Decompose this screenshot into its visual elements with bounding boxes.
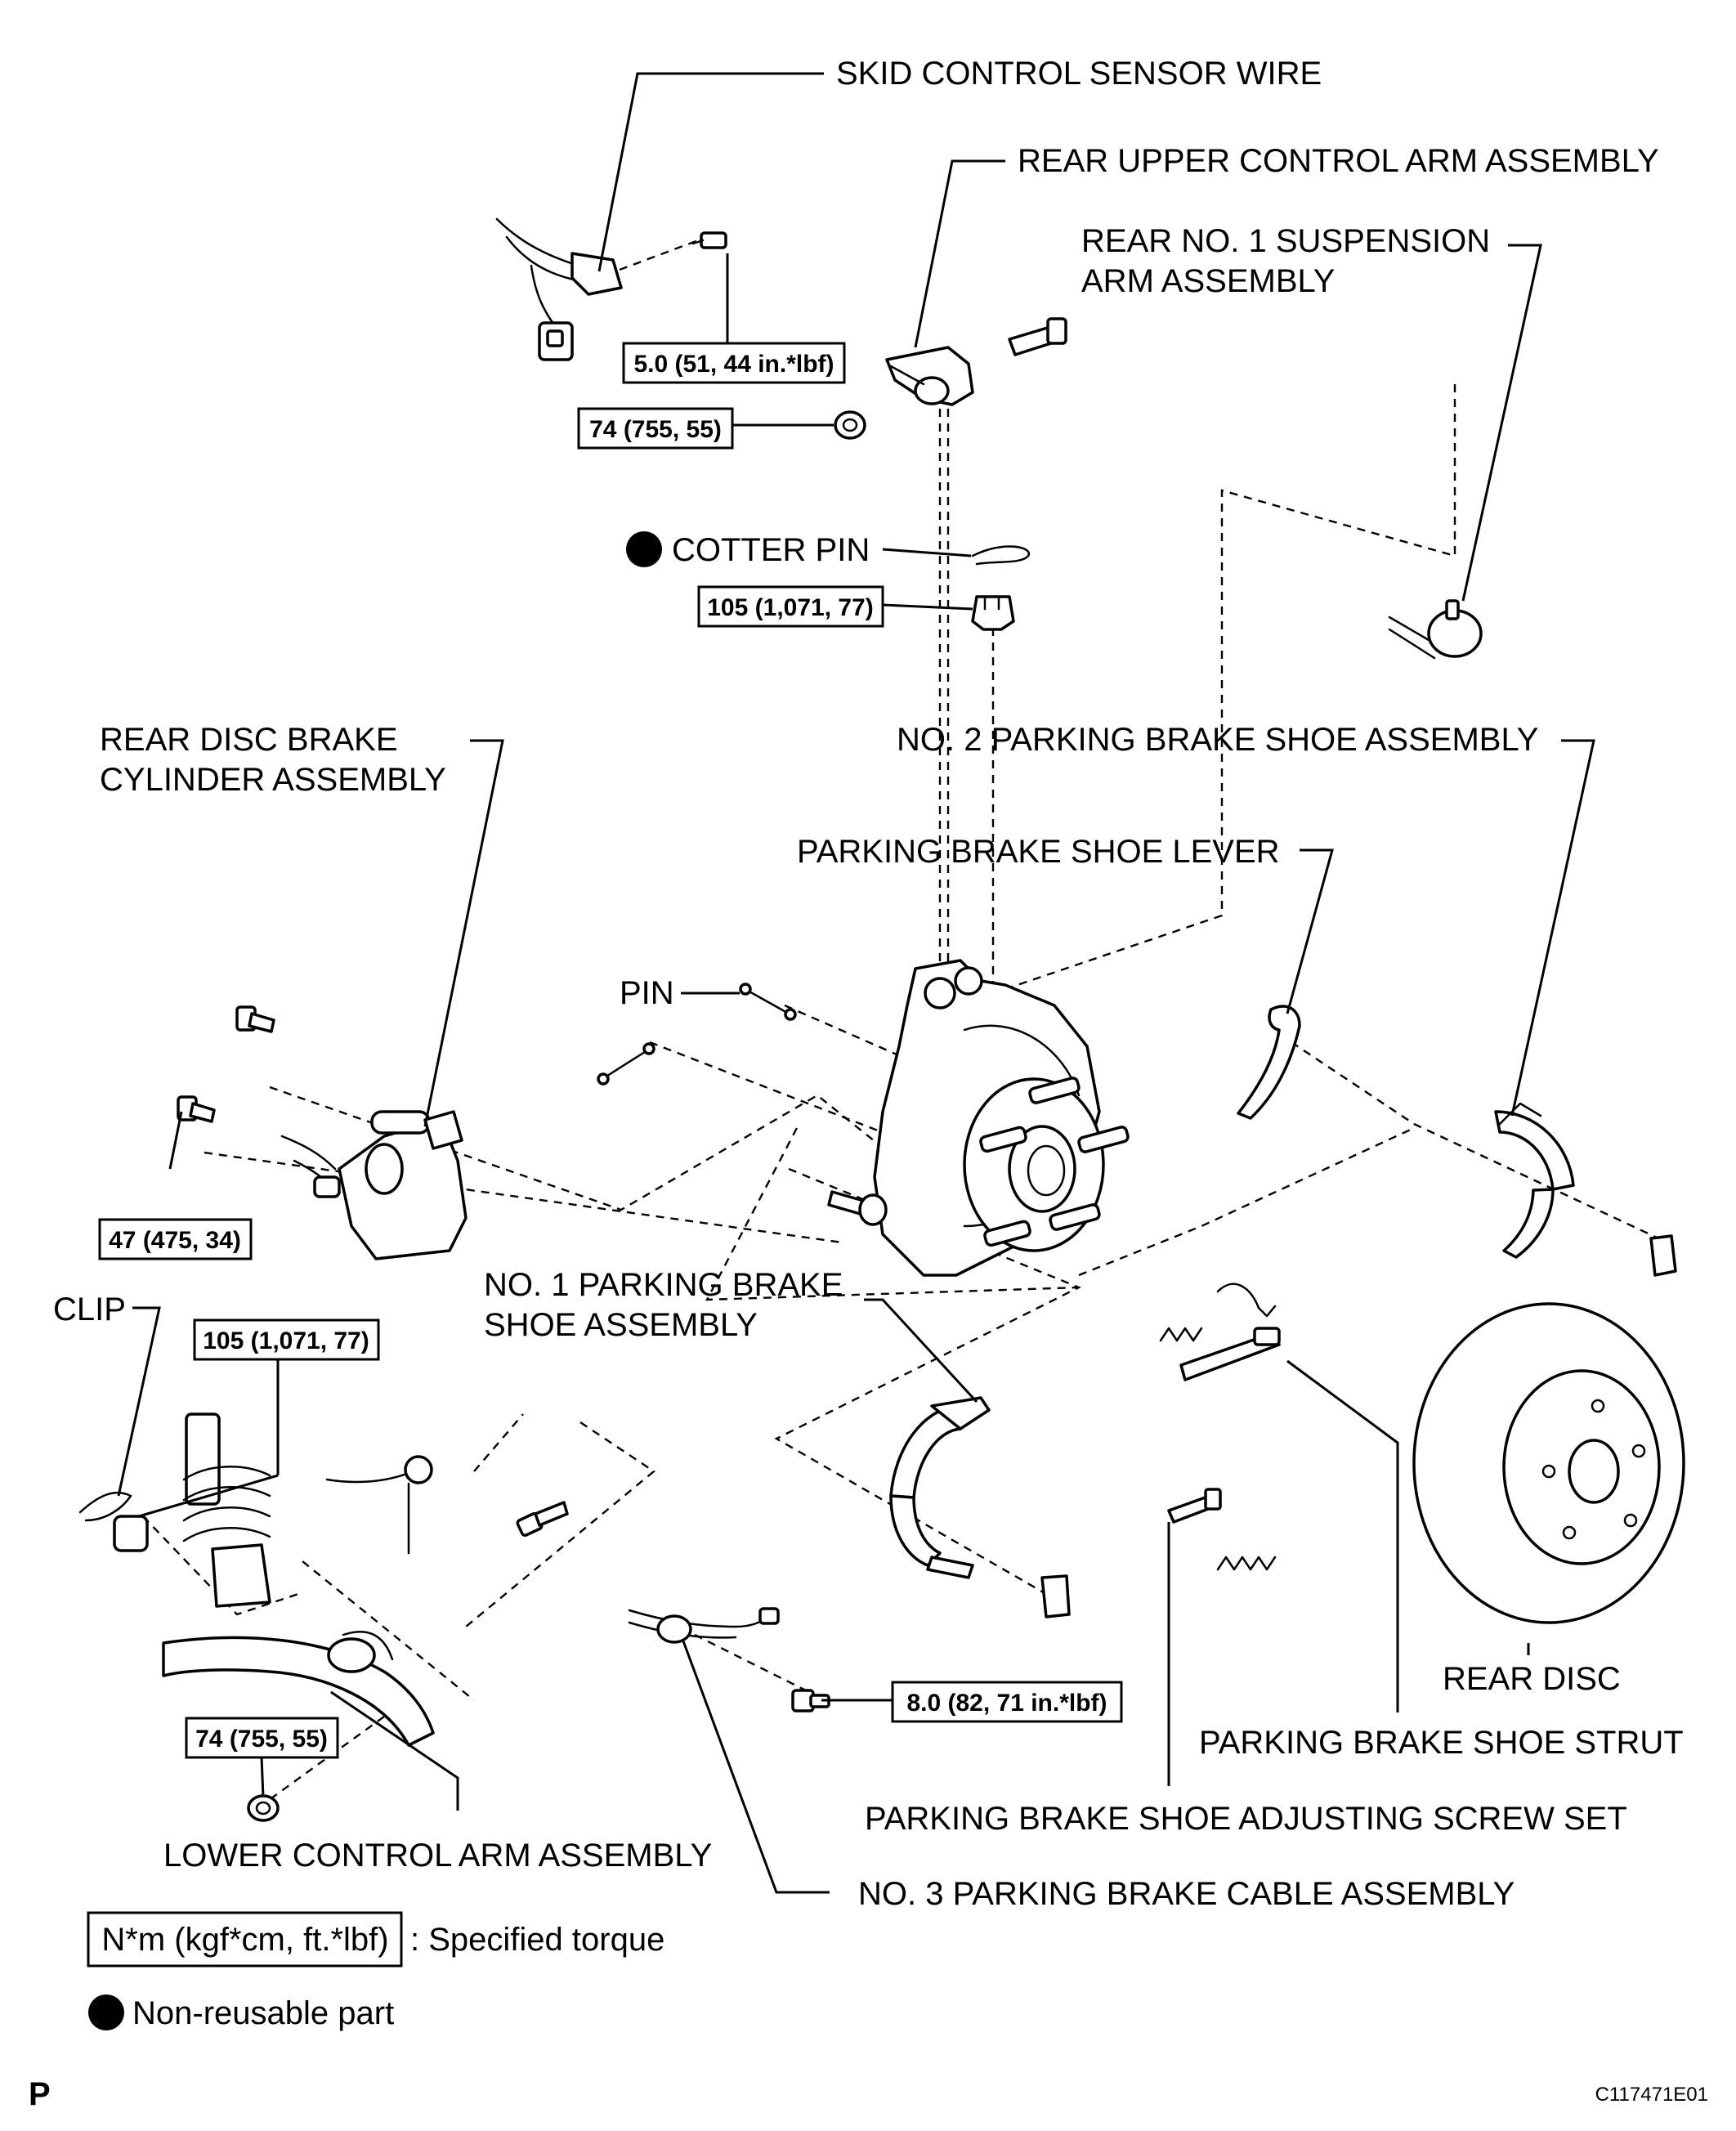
skid-control-sensor-wire-part: [495, 217, 623, 361]
label-parking-brake-shoe-strut: PARKING BRAKE SHOE STRUT: [1199, 1725, 1684, 1761]
non-reusable-marker-cotter-pin: [626, 531, 662, 567]
svg-text:74 (755, 55): 74 (755, 55): [195, 1726, 328, 1753]
label-clip: CLIP: [53, 1292, 126, 1327]
label-rear-disc-brake-cylinder-line2: CYLINDER ASSEMBLY: [100, 762, 446, 798]
legend-specified-torque: N*m (kgf*cm, ft.*lbf) : Specified torque: [87, 1911, 664, 1968]
svg-text:5.0 (51, 44 in.*lbf): 5.0 (51, 44 in.*lbf): [633, 351, 834, 378]
pin-upper-part: [739, 983, 797, 1021]
rear-upper-control-arm-part: [885, 346, 974, 406]
sensor-wire-bolt: [691, 231, 727, 249]
torque-cable-bolt: 8.0 (82, 71 in.*lbf): [891, 1681, 1123, 1723]
leader-lines: [117, 72, 1595, 1894]
adjuster-spring-part: [1216, 1556, 1277, 1571]
no1-parking-brake-shoe-part: [889, 1396, 991, 1579]
label-pin: PIN: [620, 975, 674, 1011]
non-reusable-marker-legend: [88, 1994, 124, 2030]
label-no1-parking-brake-shoe-line1: NO. 1 PARKING BRAKE: [484, 1267, 843, 1303]
caliper-bolt-upper: [235, 1005, 275, 1033]
legend-torque-description: : Specified torque: [410, 1922, 664, 1958]
clip-part: [78, 1491, 149, 1552]
shoe-hold-down-clip-bottom: [1040, 1574, 1071, 1618]
stabilizer-link-part: [325, 1455, 433, 1555]
parking-brake-shoe-lever-part: [1237, 1005, 1301, 1120]
shock-absorber-part: [182, 1412, 271, 1608]
label-rear-no1-suspension-arm-line1: REAR NO. 1 SUSPENSION: [1081, 223, 1490, 259]
svg-text:74 (755, 55): 74 (755, 55): [589, 416, 722, 443]
rear-disc-part: [1412, 1302, 1685, 1624]
rear-disc-brake-cylinder-part: [280, 1110, 468, 1260]
label-rear-upper-control-arm: REAR UPPER CONTROL ARM ASSEMBLY: [1018, 143, 1659, 179]
label-rear-disc-brake-cylinder-line1: REAR DISC BRAKE: [100, 722, 398, 758]
label-lower-control-arm: LOWER CONTROL ARM ASSEMBLY: [163, 1838, 712, 1874]
shoe-hold-down-clip-right: [1649, 1234, 1677, 1277]
svg-text:105 (1,071, 77): 105 (1,071, 77): [203, 1327, 369, 1354]
cable-bolt: [791, 1689, 830, 1712]
label-skid-control-sensor-wire: SKID CONTROL SENSOR WIRE: [836, 56, 1322, 92]
label-no1-parking-brake-shoe-line2: SHOE ASSEMBLY: [484, 1307, 758, 1343]
svg-text:8.0 (82, 71 in.*lbf): 8.0 (82, 71 in.*lbf): [906, 1690, 1107, 1717]
lower-arm-bolt: [516, 1501, 569, 1537]
pin-lower-part: [597, 1042, 655, 1086]
parking-brake-shoe-strut-part: [1179, 1327, 1281, 1381]
upper-arm-bolt: [1008, 317, 1067, 356]
assembly-dashed-lines: [142, 235, 1668, 1803]
legend-non-reusable-text: Non-reusable part: [132, 1995, 394, 2031]
label-parking-brake-shoe-lever: PARKING BRAKE SHOE LEVER: [797, 834, 1280, 870]
lower-arm-nut: [247, 1794, 280, 1822]
label-rear-no1-suspension-arm-line2: ARM ASSEMBLY: [1081, 263, 1335, 299]
rear-no1-suspension-arm-part: [1388, 599, 1483, 660]
shoe-return-spring-upper: [1159, 1283, 1277, 1342]
torque-caliper-bolt: 47 (475, 34): [98, 1218, 253, 1260]
no2-parking-brake-shoe-part: [1494, 1102, 1575, 1259]
torque-castle-nut: 105 (1,071, 77): [697, 585, 884, 628]
axle-hub-part: [963, 1077, 1130, 1252]
upper-arm-nut: [834, 410, 866, 440]
svg-text:47 (475, 34): 47 (475, 34): [109, 1227, 241, 1254]
torque-sensor-wire-bolt: 5.0 (51, 44 in.*lbf): [622, 342, 846, 384]
label-rear-disc: REAR DISC: [1443, 1661, 1621, 1697]
parking-brake-shoe-adjusting-screw-set-part: [1167, 1488, 1222, 1524]
caliper-bolt-lower: [177, 1095, 216, 1123]
carrier-stud-part: [827, 1190, 888, 1226]
label-no2-parking-brake-shoe: NO. 2 PARKING BRAKE SHOE ASSEMBLY: [897, 722, 1538, 758]
torque-lower-arm-nut: 74 (755, 55): [185, 1717, 339, 1759]
no3-parking-brake-cable-part: [628, 1607, 780, 1644]
legend-torque-box-text: N*m (kgf*cm, ft.*lbf): [101, 1922, 388, 1958]
torque-shock-bolt: 105 (1,071, 77): [193, 1318, 380, 1361]
label-parking-brake-shoe-adjusting-screw-set: PARKING BRAKE SHOE ADJUSTING SCREW SET: [865, 1801, 1627, 1837]
label-no3-parking-brake-cable: NO. 3 PARKING BRAKE CABLE ASSEMBLY: [858, 1876, 1515, 1912]
page-letter: P: [29, 2076, 51, 2112]
legend-non-reusable: Non-reusable part: [88, 1994, 394, 2031]
castle-nut-part: [971, 595, 1015, 631]
svg-text:105 (1,071, 77): 105 (1,071, 77): [707, 594, 873, 621]
torque-upper-arm-nut: 74 (755, 55): [577, 407, 734, 450]
label-cotter-pin: COTTER PIN: [672, 532, 870, 568]
cotter-pin-part: [971, 545, 1031, 566]
figure-code: C117471E01: [1595, 2084, 1708, 2106]
